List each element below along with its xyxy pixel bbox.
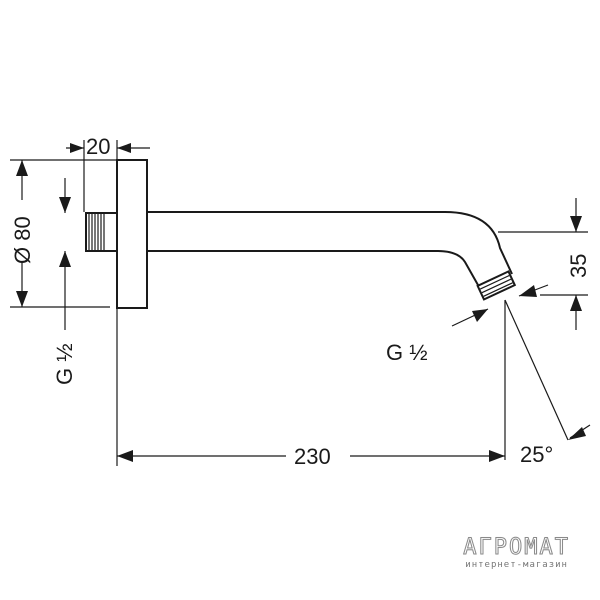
dim-angle-label: 25° xyxy=(520,442,553,467)
dim-drop-label: 35 xyxy=(566,254,591,278)
watermark: АГРОМАТ интернет-магазин xyxy=(463,535,570,571)
dim-flange-thickness-label: 20 xyxy=(86,134,110,159)
watermark-tagline: интернет-магазин xyxy=(465,560,568,570)
threaded-connector-left xyxy=(85,212,118,252)
dim-flange-diameter-label: Ø 80 xyxy=(10,216,35,264)
shower-arm xyxy=(147,211,513,286)
dim-length-label: 230 xyxy=(294,444,331,469)
dim-flange-thickness xyxy=(66,140,150,212)
dim-angle xyxy=(504,299,591,460)
dim-thread-right xyxy=(451,284,549,327)
dim-drop xyxy=(498,198,588,330)
dim-thread-left-label: G ½ xyxy=(52,343,77,385)
dim-flange-diameter xyxy=(10,159,117,308)
wall-flange xyxy=(116,159,148,309)
watermark-brand: АГРОМАТ xyxy=(463,535,570,561)
dim-thread-right-label: G ½ xyxy=(386,340,428,365)
dim-thread-left xyxy=(59,178,71,330)
threaded-outlet-right xyxy=(476,270,517,301)
dim-length xyxy=(116,308,505,466)
